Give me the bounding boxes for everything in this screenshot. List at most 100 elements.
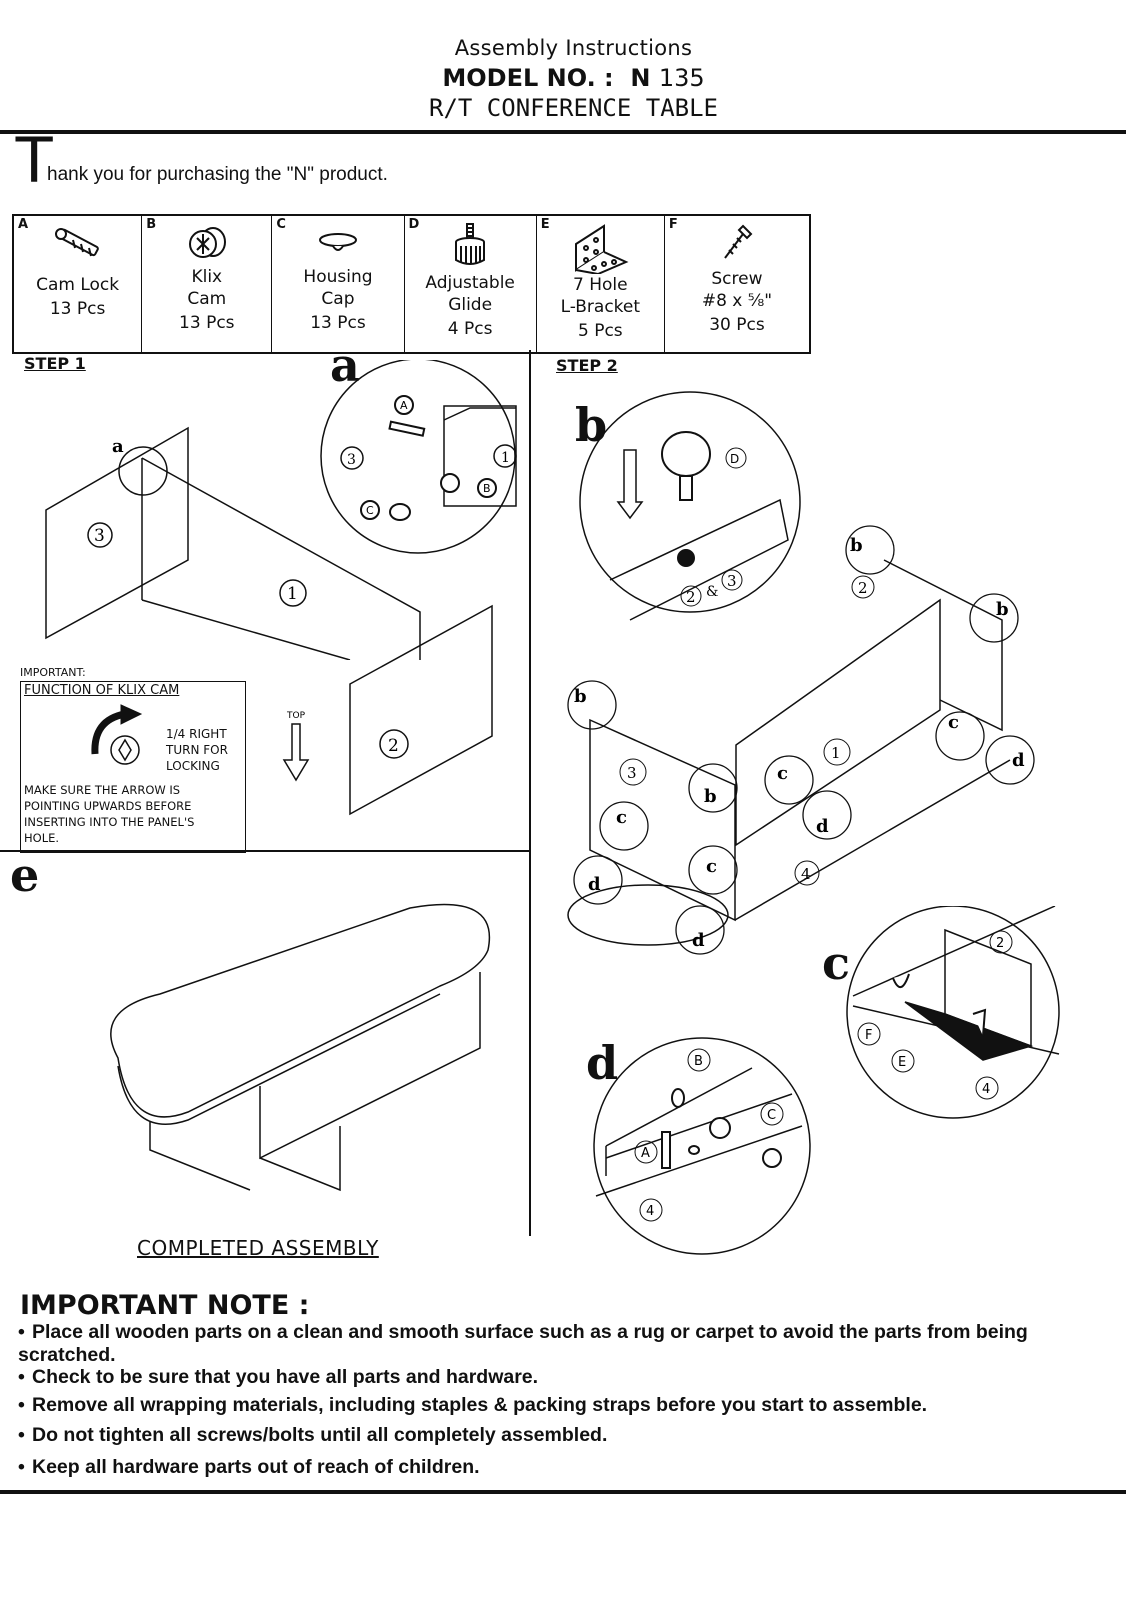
panel-2-illustration: 2 TOP [282, 604, 493, 816]
note-text: Remove all wrapping materials, including… [32, 1394, 928, 1416]
part-qty: 13 Pcs [179, 313, 235, 333]
l-bracket-icon [575, 224, 629, 274]
note-text: Keep all hardware parts out of reach of … [32, 1456, 480, 1478]
svg-text:C: C [366, 504, 374, 517]
klix-turn-text: 1/4 RIGHT TURN FOR LOCKING [166, 727, 228, 773]
part-cell-e: E 7 Hole L-Bracket 5 Pcs [537, 216, 665, 352]
part-qty: 13 Pcs [310, 313, 366, 333]
note-item: •Place all wooden parts on a clean and s… [18, 1321, 1028, 1366]
footer-rule [0, 1490, 1126, 1494]
svg-text:2: 2 [686, 588, 696, 606]
svg-text:3: 3 [627, 764, 637, 782]
part-letter: C [276, 217, 286, 232]
part-name: Cam Lock [36, 275, 120, 295]
svg-text:4: 4 [646, 1204, 654, 1219]
note-item: •Do not tighten all screws/bolts until a… [18, 1424, 608, 1446]
svg-text:b: b [574, 686, 587, 707]
step-1-label: STEP 1 [24, 354, 86, 373]
step1-illustration: a 3 1 3 1 A B C [45, 360, 517, 660]
svg-text:A: A [641, 1146, 650, 1161]
svg-text:b: b [850, 535, 863, 556]
svg-text:c: c [777, 763, 788, 784]
completed-assembly-illustration [110, 903, 491, 1192]
svg-text:c: c [706, 856, 717, 877]
important-note-title: IMPORTANT NOTE : [20, 1290, 310, 1321]
note-item: •Keep all hardware parts out of reach of… [18, 1456, 480, 1478]
note-item: •Check to be sure that you have all part… [18, 1366, 539, 1388]
header-rule [0, 130, 1126, 134]
part-letter: A [18, 217, 29, 232]
vertical-divider [529, 350, 531, 1236]
part-cell-f: F Screw #8 x ⅝" 30 Pcs [665, 216, 809, 352]
svg-text:A: A [400, 399, 408, 412]
note-item: •Remove all wrapping materials, includin… [18, 1394, 928, 1416]
part-cell-c: C Housing Cap 13 Pcs [272, 216, 405, 352]
svg-text:3: 3 [347, 452, 356, 468]
model-number: MODEL NO. : N 135 [0, 64, 1147, 92]
detail-d-label: d [586, 1036, 619, 1090]
svg-text:b: b [996, 599, 1009, 620]
svg-text:4: 4 [982, 1082, 990, 1097]
step-2-label: STEP 2 [556, 356, 618, 375]
note-text: Place all wooden parts on a clean and sm… [18, 1321, 1028, 1366]
svg-text:1: 1 [831, 744, 841, 762]
note-text: Check to be sure that you have all parts… [32, 1366, 539, 1388]
horizontal-divider [0, 850, 530, 852]
part-name: 7 Hole L-Bracket [560, 275, 641, 317]
cam-lock-icon [54, 228, 99, 257]
svg-text:3: 3 [94, 526, 105, 546]
part-qty: 30 Pcs [709, 315, 765, 335]
part-letter: F [668, 217, 678, 232]
callout-a: a [112, 436, 124, 457]
svg-text:C: C [767, 1108, 776, 1123]
note-text: Do not tighten all screws/bolts until al… [32, 1424, 608, 1446]
part-qty: 5 Pcs [577, 321, 623, 341]
svg-text:&: & [706, 584, 718, 600]
part-cell-d: D Adjustable Glide 4 Pcs [405, 216, 537, 352]
detail-b-label: b [575, 398, 608, 452]
svg-text:d: d [692, 930, 705, 951]
part-qty: 4 Pcs [447, 319, 493, 339]
svg-text:1: 1 [501, 450, 510, 466]
rotate-arrow-icon [91, 704, 143, 765]
svg-text:B: B [483, 482, 491, 495]
doc-title: Assembly Instructions [454, 36, 693, 60]
svg-text:c: c [616, 807, 627, 828]
part-letter: E [540, 217, 550, 232]
important-label: IMPORTANT: [20, 666, 86, 679]
detail-a-label: a [330, 338, 360, 392]
part-cell-b: B Klix Cam 13 Pcs [142, 216, 273, 352]
part-name: Adjustable Glide [425, 273, 515, 315]
part-name: Housing Cap [303, 267, 373, 309]
svg-text:b: b [704, 786, 717, 807]
product-name: R/T CONFERENCE TABLE [429, 94, 718, 122]
detail-c-illustration: 2 F E 4 [846, 906, 1060, 1119]
thanks-text: hank you for purchasing the "N" product. [47, 164, 388, 185]
svg-text:2: 2 [858, 579, 868, 597]
detail-c-label: c [822, 936, 851, 990]
svg-text:d: d [1012, 750, 1025, 771]
part-name: Screw #8 x ⅝" [701, 269, 773, 311]
svg-text:B: B [694, 1054, 703, 1069]
klix-cam-icon [188, 227, 226, 258]
svg-text:D: D [730, 452, 739, 466]
svg-text:3: 3 [727, 572, 737, 590]
svg-text:1: 1 [287, 584, 298, 604]
completed-assembly-label: COMPLETED ASSEMBLY [137, 1236, 379, 1260]
svg-text:d: d [816, 816, 829, 837]
thanks-initial: T [14, 122, 55, 196]
model-num: 135 [658, 64, 705, 92]
top-label: TOP [286, 711, 306, 721]
part-name: Klix Cam [187, 267, 227, 309]
klix-cam-box: FUNCTION OF KLIX CAM 1/4 RIGHT TURN FOR … [20, 681, 246, 853]
svg-text:4: 4 [801, 865, 811, 883]
svg-text:E: E [898, 1055, 906, 1070]
adjustable-glide-icon [455, 223, 486, 265]
screw-icon [724, 224, 753, 259]
parts-table: A Cam Lock 13 Pcs B Klix Cam 13 Pcs C [12, 214, 811, 354]
part-letter: B [146, 217, 157, 232]
part-cell-a: A Cam Lock 13 Pcs [14, 216, 143, 352]
svg-text:d: d [588, 874, 601, 895]
svg-text:2: 2 [388, 736, 399, 756]
